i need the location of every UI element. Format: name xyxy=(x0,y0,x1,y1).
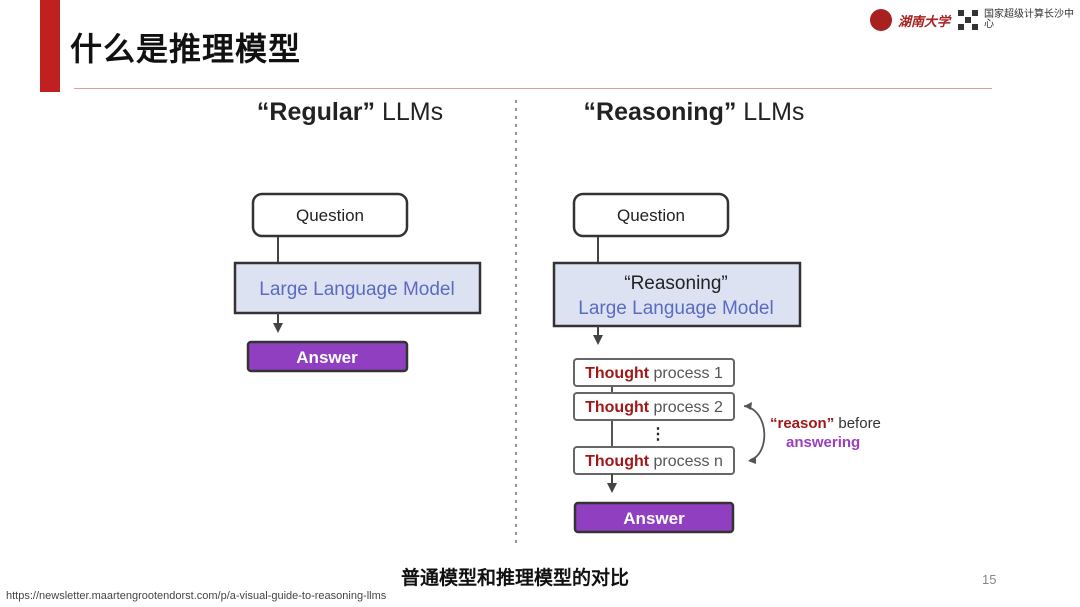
thought-ellipsis: ⋮ xyxy=(650,426,666,443)
thought-box-n xyxy=(573,446,735,475)
left-question-label: Question xyxy=(296,206,364,225)
right-answer-label: Answer xyxy=(623,509,685,528)
right-model-label-line1: “Reasoning” xyxy=(624,273,728,294)
right-model-box xyxy=(552,261,802,328)
right-model-label-line2: Large Language Model xyxy=(578,298,773,319)
thought-box-1 xyxy=(573,358,735,387)
university-name: 湖南大学 xyxy=(898,14,951,30)
title-divider xyxy=(74,88,992,89)
left-model-label: Large Language Model xyxy=(259,279,454,300)
reasoning-llms-heading: “Reasoning” LLMs xyxy=(584,98,805,126)
thought-box-2 xyxy=(573,392,735,421)
thought-label-n: Thought process n xyxy=(585,453,723,470)
thought-label-1: Thought process 1 xyxy=(585,365,723,382)
right-question-label: Question xyxy=(617,206,685,225)
ellipsis-backdrop xyxy=(655,422,661,442)
thought-label-2: Thought process 2 xyxy=(585,399,723,416)
title-accent-bar xyxy=(40,0,60,92)
center-name: 国家超级计算长沙中心 xyxy=(984,9,1074,30)
reason-bracket-arrowhead-top xyxy=(744,402,752,410)
page-number: 15 xyxy=(982,572,997,587)
center-logo: 国家超级计算长沙中心 xyxy=(958,8,1080,32)
reason-bracket-arrowhead-bottom xyxy=(748,456,756,464)
left-answer-label: Answer xyxy=(296,348,358,367)
right-question-box xyxy=(572,192,730,238)
reason-note-line2: answering xyxy=(786,434,860,451)
left-question-box xyxy=(251,192,409,238)
figure-caption: 普通模型和推理模型的对比 xyxy=(400,567,629,589)
supercomputing-center-icon xyxy=(958,10,978,30)
left-model-box xyxy=(233,261,482,315)
reason-note-line1: “reason” before xyxy=(770,415,881,432)
reason-bracket-arrow xyxy=(743,405,766,461)
right-answer-box xyxy=(573,501,735,534)
university-seal-icon xyxy=(870,9,892,31)
source-url[interactable]: https://newsletter.maartengrootendorst.c… xyxy=(6,590,387,602)
slide-title: 什么是推理模型 xyxy=(70,30,302,68)
left-answer-box xyxy=(246,340,409,373)
regular-llms-heading: “Regular” LLMs xyxy=(257,98,443,126)
university-logo: 湖南大学 xyxy=(870,8,950,32)
